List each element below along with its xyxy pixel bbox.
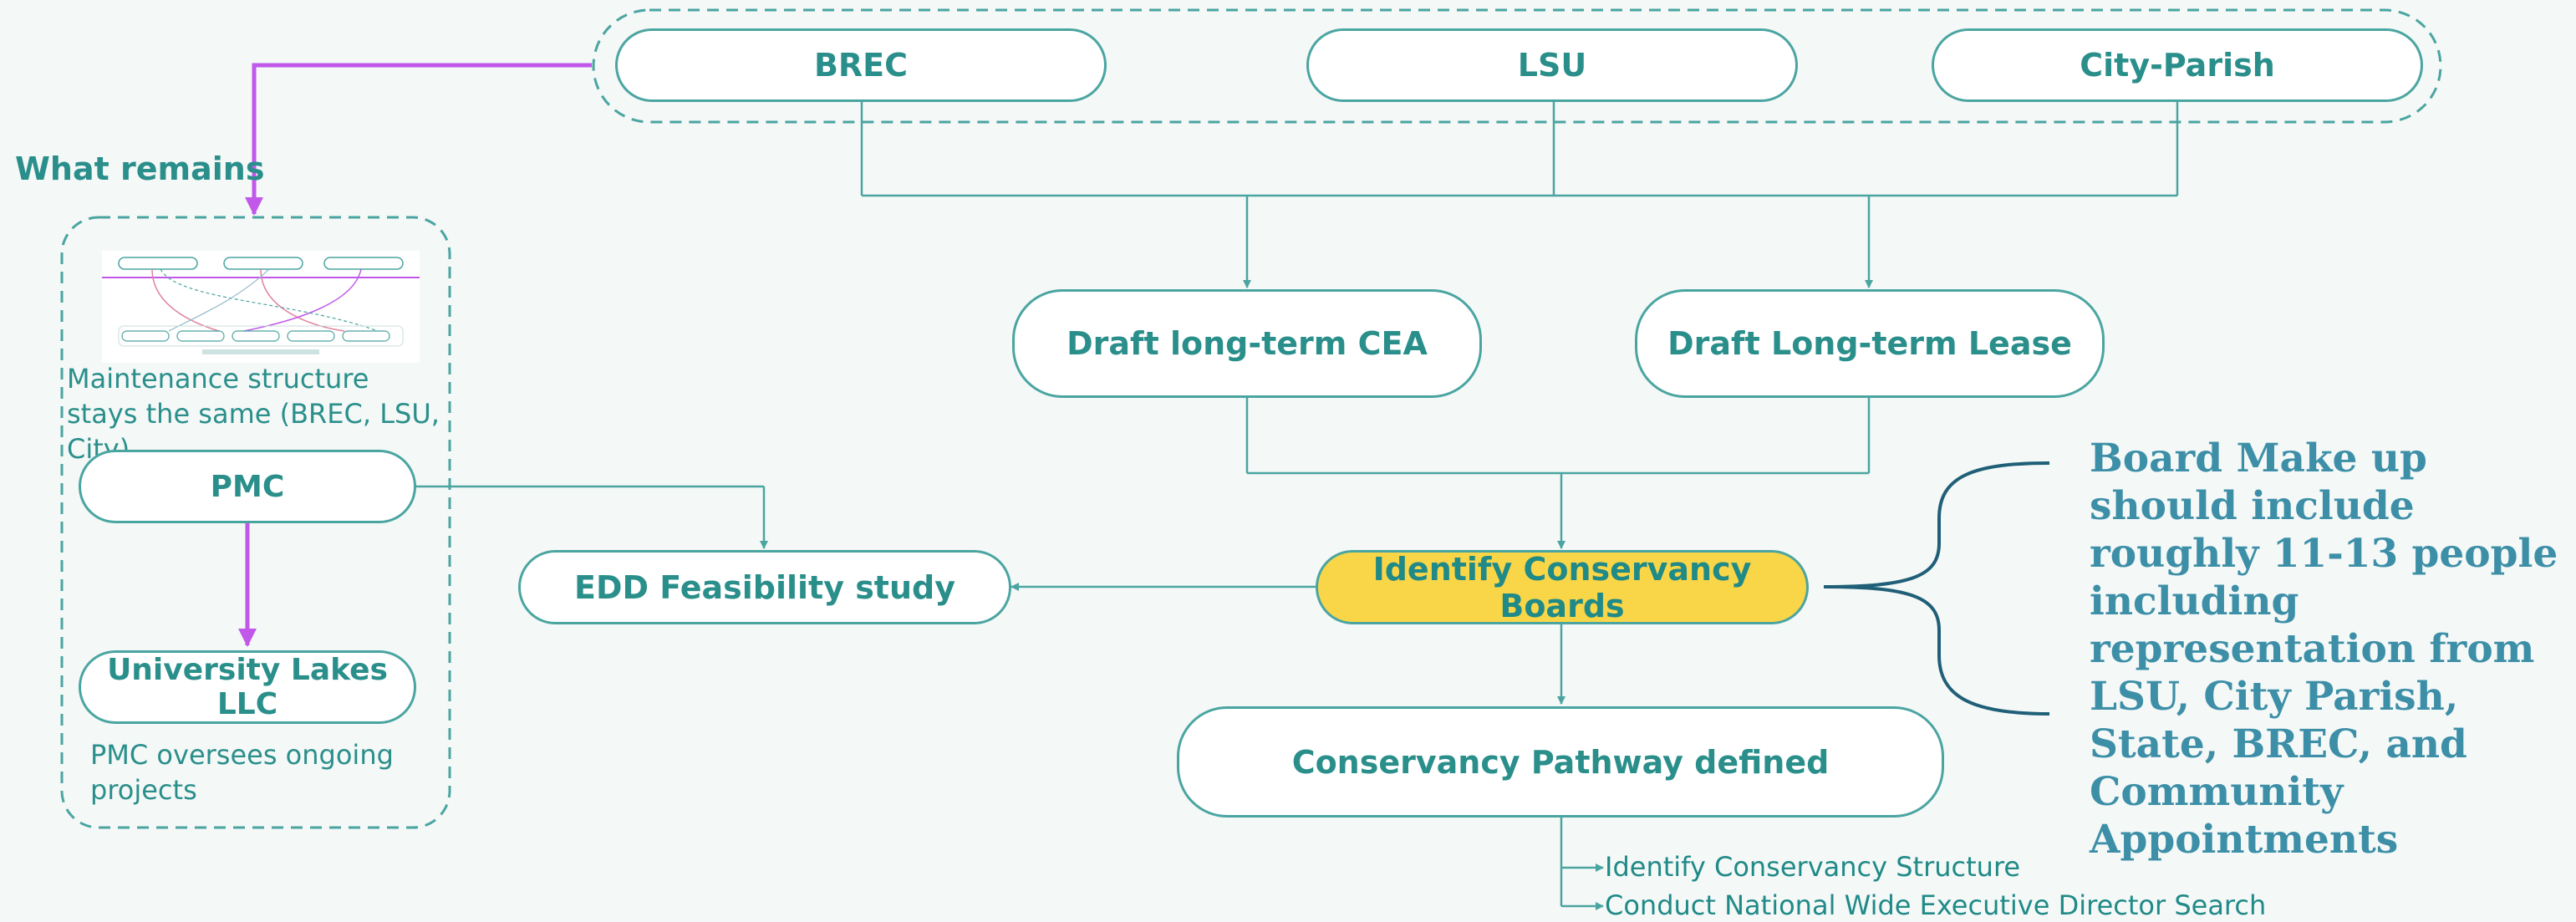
pmc-label: PMC xyxy=(210,469,285,504)
what-remains-group-border xyxy=(60,216,451,829)
entities-group-border xyxy=(592,8,2442,124)
university-lakes-llc-label: University Lakes LLC xyxy=(107,653,388,721)
draft-cea-node: Draft long-term CEA xyxy=(1012,289,1482,398)
pathway-label: Conservancy Pathway defined xyxy=(1291,743,1830,781)
pmc-oversees-text: PMC oversees ongoing projects xyxy=(90,739,394,806)
next-step-director-search: Conduct National Wide Executive Director… xyxy=(1605,889,2267,921)
city-parish-label: City-Parish xyxy=(2080,47,2275,84)
brec-label: BREC xyxy=(813,47,909,84)
pmc-node: PMC xyxy=(79,450,416,523)
note-brace xyxy=(1823,461,2050,716)
pathway-node: Conservancy Pathway defined xyxy=(1177,706,1944,818)
identify-boards-label: Identify Conservancy Boards xyxy=(1372,550,1752,624)
lsu-node: LSU xyxy=(1306,28,1798,102)
what-remains-heading: What remains xyxy=(15,150,265,187)
edd-feasibility-node: EDD Feasibility study xyxy=(518,550,1011,624)
edd-feasibility-label: EDD Feasibility study xyxy=(574,568,955,606)
thumbnail-icon xyxy=(102,257,420,354)
city-parish-node: City-Parish xyxy=(1932,28,2423,102)
draft-lease-node: Draft Long-term Lease xyxy=(1635,289,2105,398)
university-lakes-llc-node: University Lakes LLC xyxy=(79,650,416,724)
identify-boards-node: Identify Conservancy Boards xyxy=(1316,550,1809,624)
brec-node: BREC xyxy=(615,28,1107,102)
draft-cea-label: Draft long-term CEA xyxy=(1067,325,1428,362)
maintenance-text: Maintenance structure stays the same (BR… xyxy=(67,363,440,465)
lsu-label: LSU xyxy=(1517,47,1587,84)
maintenance-diagram-thumbnail xyxy=(102,251,420,363)
next-step-structure: Identify Conservancy Structure xyxy=(1605,851,2021,883)
board-makeup-note: Board Make up should include roughly 11-… xyxy=(2090,436,2558,863)
draft-lease-label: Draft Long-term Lease xyxy=(1667,325,2072,362)
